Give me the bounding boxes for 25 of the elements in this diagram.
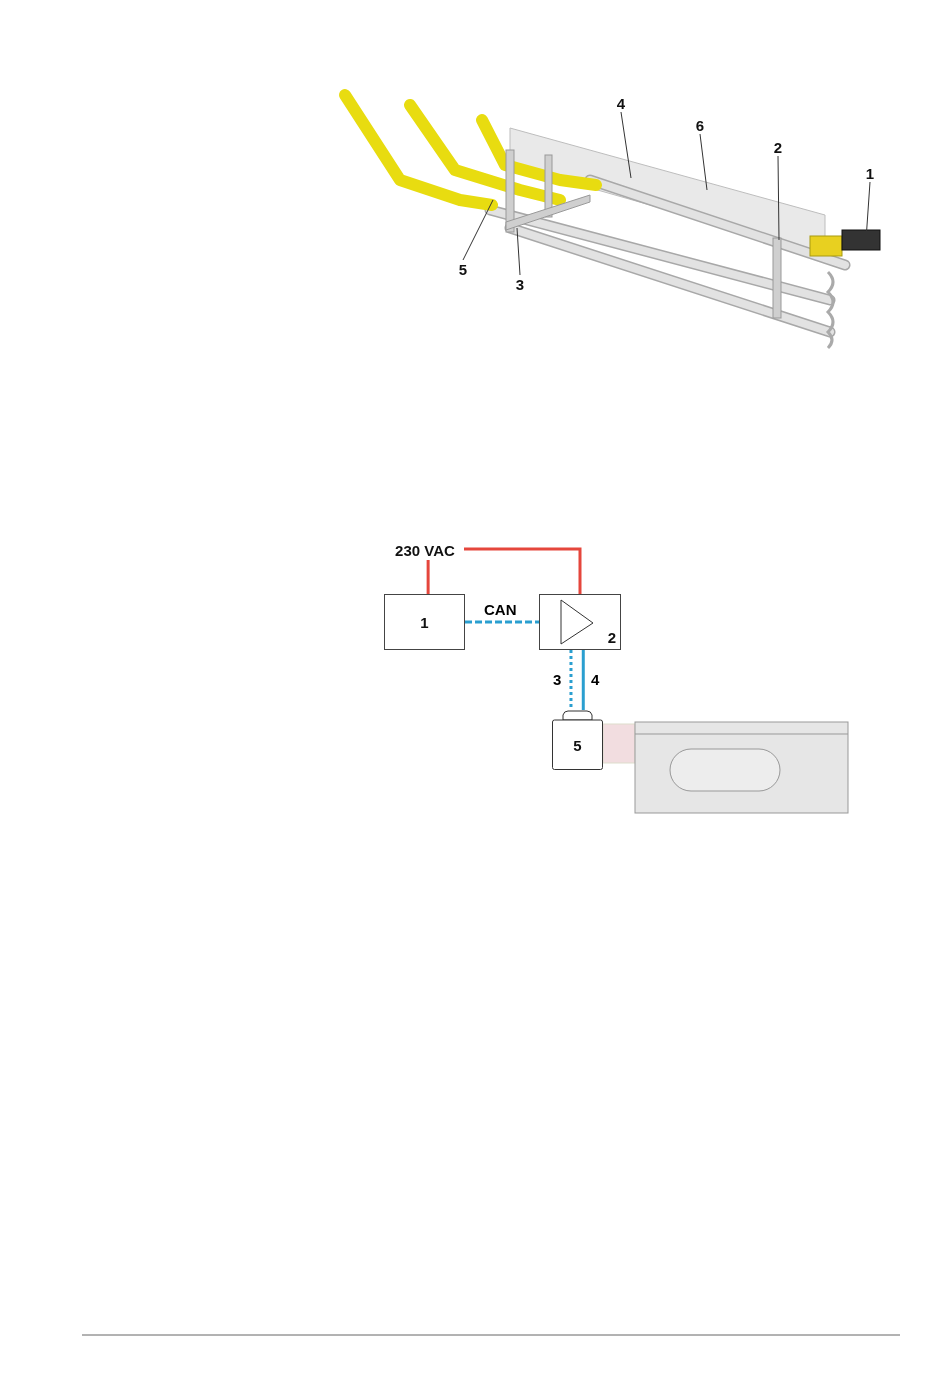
callout-number: 3: [512, 275, 528, 293]
leader-line: [516, 227, 521, 276]
leader-line: [462, 199, 494, 261]
leader-line: [699, 133, 708, 191]
leader-line: [620, 111, 632, 179]
leader-line: [777, 155, 780, 241]
wire: [426, 560, 430, 594]
edge-label: 4: [589, 672, 602, 688]
wire: [569, 650, 573, 710]
edge-label: CAN: [482, 602, 519, 618]
callout-number: 5: [455, 260, 471, 278]
amplifier-box: [539, 594, 621, 650]
wire: [581, 650, 585, 710]
box-number: 1: [420, 613, 429, 631]
callout-number: 2: [770, 138, 786, 156]
callout-number: 4: [613, 94, 629, 112]
callout-number: 6: [692, 116, 708, 134]
box-number: 5: [573, 736, 582, 754]
control-unit-box: [384, 594, 465, 650]
wire: [464, 547, 582, 594]
wire: [465, 620, 539, 624]
voltage-label: 230 VAC: [386, 540, 464, 560]
box-number: 2: [607, 629, 616, 646]
edge-label: 3: [551, 672, 564, 688]
callout-number: 1: [862, 164, 878, 182]
